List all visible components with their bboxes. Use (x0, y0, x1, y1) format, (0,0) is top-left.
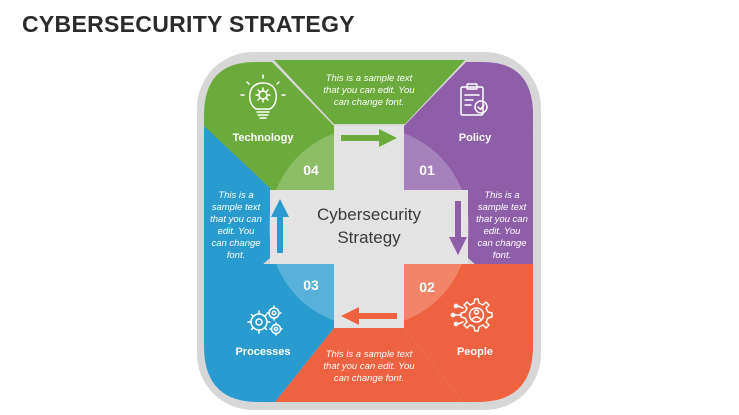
sample-text-top: This is a sample text that you can edit.… (323, 73, 415, 108)
sample-text-left: This is a sample text that you can edit.… (210, 190, 262, 261)
arrow-up (271, 199, 289, 253)
top-band (274, 60, 465, 124)
center-title-line2: Strategy (337, 228, 401, 247)
gears-icon (247, 305, 283, 336)
center-panel (270, 126, 468, 328)
bottom-band (275, 328, 463, 402)
page-title: CYBERSECURITY STRATEGY (22, 11, 355, 37)
people-segment (404, 264, 533, 402)
arrow-down (449, 201, 467, 255)
step-number-02: 02 (419, 279, 435, 295)
arrow-left (341, 307, 397, 325)
step-number-04: 04 (303, 162, 319, 178)
policy-label: Policy (459, 132, 492, 144)
sample-text-top-line: can change font. (334, 97, 404, 108)
sample-text-left-line: This is a (218, 190, 253, 201)
step-number-03: 03 (303, 277, 319, 293)
arrow-right (341, 129, 397, 147)
sample-text-bottom-line: This is a sample text (326, 349, 413, 360)
sample-text-left-line: font. (227, 250, 246, 261)
sample-text-right-line: can change (477, 238, 526, 249)
sample-text-right-line: edit. You (484, 226, 522, 237)
sample-text-right: This is a sample text that you can edit.… (476, 190, 528, 261)
sample-text-bottom-line: can change font. (334, 373, 404, 384)
people-label: People (457, 346, 493, 358)
sample-text-bottom-line: that you can edit. You (323, 361, 415, 372)
sample-text-bottom: This is a sample text that you can edit.… (323, 349, 415, 384)
sample-text-right-line: font. (493, 250, 512, 261)
sample-text-right-line: sample text (478, 202, 527, 213)
sample-text-top-line: that you can edit. You (323, 85, 415, 96)
clipboard-check-icon (460, 83, 488, 116)
gear-people-icon (450, 298, 493, 332)
center-title-line1: Cybersecurity (317, 205, 421, 224)
sample-text-right-line: This is a (484, 190, 519, 201)
sample-text-left-line: can change (211, 238, 260, 249)
sample-text-left-line: edit. You (218, 226, 256, 237)
sample-text-left-line: sample text (212, 202, 261, 213)
processes-label: Processes (235, 346, 290, 358)
step-number-01: 01 (419, 162, 435, 178)
technology-label: Technology (233, 132, 295, 144)
sample-text-right-line: that you can (476, 214, 528, 225)
sample-text-top-line: This is a sample text (326, 73, 413, 84)
processes-segment (204, 264, 334, 402)
lightbulb-gear-icon (240, 74, 286, 119)
sample-text-left-line: that you can (210, 214, 262, 225)
